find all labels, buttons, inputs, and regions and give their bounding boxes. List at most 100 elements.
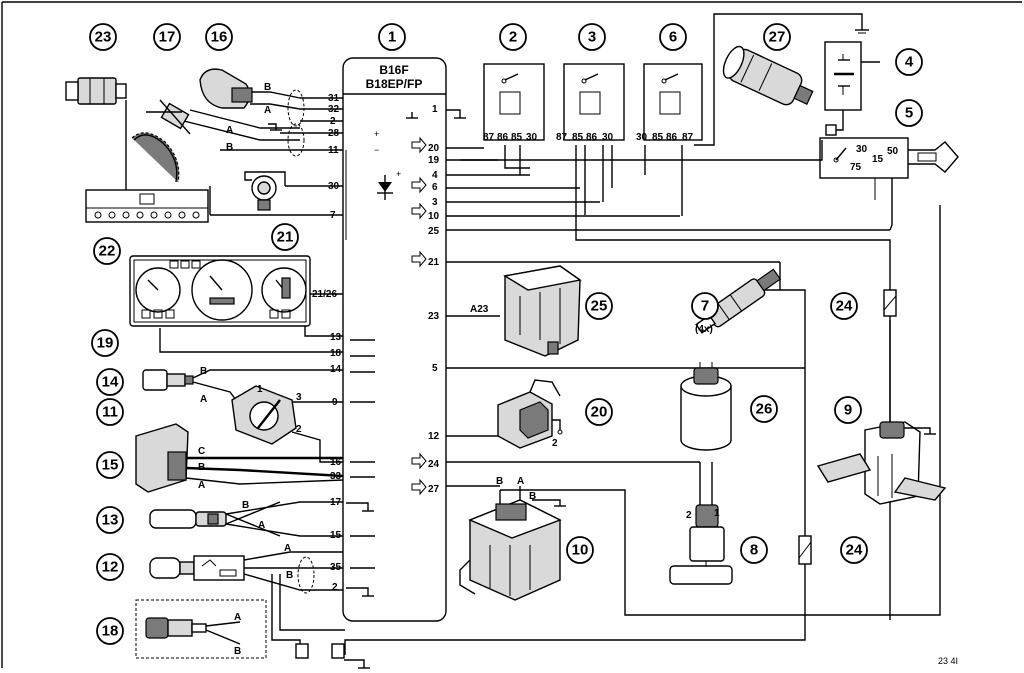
callout-18: 18 — [96, 617, 124, 645]
svg-text:20: 20 — [591, 404, 608, 421]
callout-24a: 24 — [830, 292, 858, 320]
callout-3: 3 — [578, 23, 606, 51]
inset-18-frame — [135, 599, 267, 659]
ecu-pin-12: 12 — [428, 431, 440, 442]
relay-3-pin-85: 85 — [572, 132, 584, 143]
relay-2: 87 86 85 30 — [483, 63, 545, 143]
ecu-pin-2b: 2 — [332, 582, 338, 593]
throttle-sensor-11: 1 3 2 — [231, 384, 343, 463]
ignition-module-10 — [459, 499, 562, 601]
callout-27: 27 — [763, 23, 791, 51]
svg-text:3: 3 — [588, 29, 596, 46]
ecu-pin-19: 19 — [428, 155, 440, 166]
valve-8-pin-1: 1 — [714, 508, 720, 519]
wire-a23: A23 — [470, 304, 489, 315]
svg-text:8: 8 — [750, 542, 758, 559]
wire-b-16: B — [264, 82, 271, 93]
ecu-minus-sign: − — [374, 145, 379, 155]
svg-text:21: 21 — [277, 229, 294, 246]
callout-13: 13 — [96, 506, 124, 534]
svg-text:5: 5 — [905, 105, 913, 122]
svg-text:10: 10 — [572, 542, 589, 559]
ecu-pin-10: 10 — [428, 211, 440, 222]
wire-b-14: B — [200, 366, 207, 377]
ecu-pin-4: 4 — [432, 170, 438, 181]
inset-18: A B — [135, 599, 267, 659]
injector-7: (4x) — [695, 268, 782, 335]
wire-a-15: A — [198, 480, 205, 491]
svg-text:11: 11 — [102, 404, 118, 421]
svg-text:17: 17 — [159, 29, 176, 46]
callout-25: 25 — [585, 292, 613, 320]
svg-text:18: 18 — [102, 623, 119, 640]
ecu-box — [342, 57, 447, 622]
panel-22 — [85, 189, 209, 223]
relay-3-pin-30: 30 — [602, 132, 614, 143]
callouts: 1 2 3 6 27 4 5 23 17 16 22 21 19 14 11 1… — [89, 23, 923, 645]
ecu-pin-25: 25 — [428, 226, 440, 237]
wire-b-10: B — [496, 476, 503, 487]
wire-b-13: B — [242, 500, 249, 511]
callout-7: 7 — [691, 292, 719, 320]
ecu-pin-18: 18 — [330, 348, 342, 359]
cluster-box — [129, 255, 311, 327]
ecu-internal-symbols: + + − — [346, 109, 466, 597]
fuel-sender-9 — [816, 421, 947, 505]
relay-6: 30 85 86 87 — [636, 63, 703, 143]
ecu-plus-sign: + — [374, 129, 379, 139]
svg-text:23: 23 — [95, 29, 112, 46]
relay-6-box — [643, 63, 703, 141]
callout-9: 9 — [834, 396, 862, 424]
callout-26: 26 — [750, 395, 778, 423]
svg-text:1: 1 — [388, 29, 396, 46]
ignition-switch-box — [819, 137, 909, 179]
ign-75: 75 — [850, 162, 862, 173]
callout-21: 21 — [271, 223, 299, 251]
wire-a-16: A — [264, 105, 271, 116]
inset-wire-a: A — [234, 612, 241, 623]
relay-3-pin-86: 86 — [586, 132, 598, 143]
callout-10: 10 — [566, 536, 594, 564]
callout-20: 20 — [585, 398, 613, 426]
inset-wire-b: B — [234, 646, 241, 657]
panel-22-box — [85, 189, 209, 223]
callout-11: 11 — [96, 398, 124, 426]
throttle-pin-1: 1 — [257, 384, 263, 395]
wire-b-12: B — [286, 570, 293, 581]
wire-c-15: C — [198, 446, 205, 457]
callout-4: 4 — [895, 48, 923, 76]
svg-text:24: 24 — [836, 298, 853, 315]
ecu-pin-20: 20 — [428, 143, 440, 154]
wire-b2-10: B — [529, 491, 536, 502]
wire-a-12: A — [284, 543, 291, 554]
callout-22: 22 — [93, 237, 121, 265]
callout-24b: 24 — [840, 536, 868, 564]
valve-8-pin-2: 2 — [686, 510, 692, 521]
svg-text:7: 7 — [701, 298, 709, 315]
throttle-pin-3: 3 — [296, 392, 302, 403]
relay-2-pin-30: 30 — [526, 132, 538, 143]
ecu-pin-23: 23 — [428, 311, 440, 322]
relay-2-pin-85: 85 — [511, 132, 523, 143]
ecu-pin-13: 13 — [330, 332, 342, 343]
relay-2-pin-86: 86 — [497, 132, 509, 143]
wire-a-14: A — [200, 394, 207, 405]
canister-26 — [680, 362, 732, 451]
svg-text:14: 14 — [102, 374, 119, 391]
battery-box — [824, 41, 862, 111]
callout-17: 17 — [153, 23, 181, 51]
ecu-pin-5: 5 — [432, 363, 438, 374]
battery-4 — [824, 41, 880, 136]
ecu-pin-27: 27 — [428, 484, 440, 495]
relay-3-pin-87: 87 — [556, 132, 568, 143]
svg-text:19: 19 — [97, 335, 114, 352]
svg-text:16: 16 — [211, 29, 228, 46]
svg-text:9: 9 — [844, 402, 852, 419]
ecu-unit: B16F B18EP/FP — [342, 57, 447, 622]
fuse-24b — [798, 535, 812, 565]
ecu-right-pins: 1 20 19 4 6 3 10 25 21 23 5 12 24 27 — [428, 104, 440, 495]
wire-b-17: B — [226, 142, 233, 153]
callout-1: 1 — [378, 23, 406, 51]
svg-text:12: 12 — [102, 559, 119, 576]
